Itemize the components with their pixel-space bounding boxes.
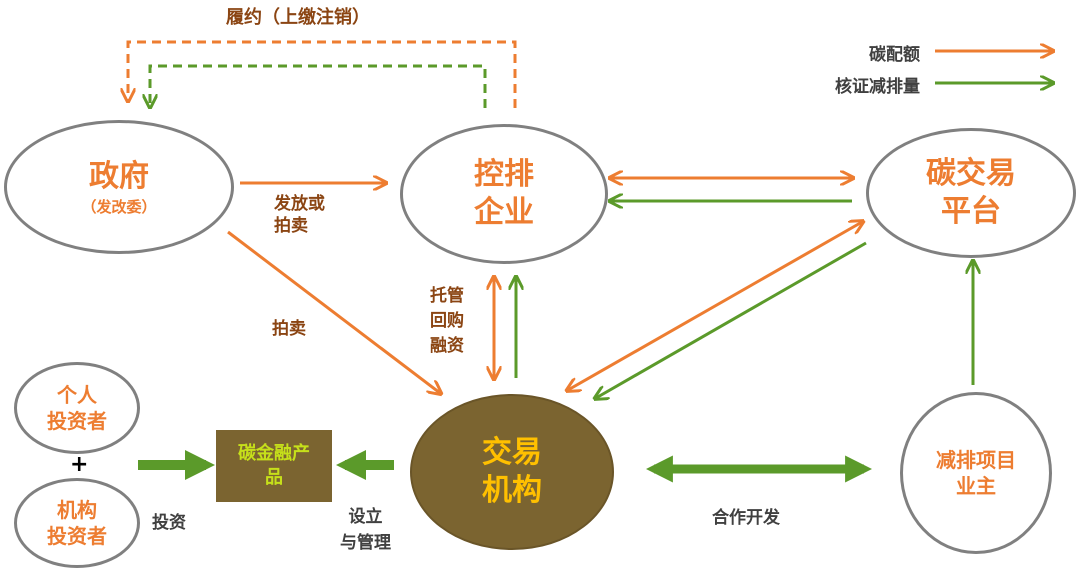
government-name: 政府 <box>89 158 149 194</box>
enterprise-line1: 控排 <box>474 157 534 192</box>
setup-and-manage-label: 设立 与管理 <box>340 504 391 556</box>
individual-investor-node: 个人 投资者 <box>14 362 140 454</box>
plus-sign: + <box>70 452 89 477</box>
project-owner-line2: 业主 <box>956 474 996 498</box>
institution-line1: 交易 <box>482 435 542 470</box>
issue-label-line2: 拍卖 <box>274 216 308 236</box>
platform-to-institution-green-arrow <box>596 241 867 398</box>
financial-product-line2: 品 <box>265 467 283 488</box>
institutional-investor-line1: 机构 <box>57 498 97 522</box>
financial-product-line1: 碳金融产 <box>238 443 310 464</box>
invest-label: 投资 <box>152 513 186 533</box>
setup-label-line1: 设立 <box>348 507 383 527</box>
custody-label-line1: 托管 <box>430 286 464 306</box>
enterprise-line2: 企业 <box>474 195 534 230</box>
government-node: 政府 （发改委） <box>4 120 234 254</box>
individual-investor-line1: 个人 <box>57 383 97 407</box>
platform-node: 碳交易 平台 <box>866 128 1076 258</box>
issue-or-auction-label: 发放或 拍卖 <box>274 193 325 237</box>
project-owner-node: 减排项目 业主 <box>900 392 1052 554</box>
custody-label-line3: 融资 <box>430 336 464 356</box>
gov-to-institution-arrow <box>227 230 440 393</box>
custody-repo-finance-label: 托管 回购 融资 <box>430 284 464 359</box>
institution-node: 交易 机构 <box>410 394 614 550</box>
institutional-investor-node: 机构 投资者 <box>14 478 140 568</box>
government-subname: （发改委） <box>81 197 157 216</box>
fulfill-green-dashed-arrow <box>150 64 487 108</box>
legend-ccer-label: 核证减排量 <box>835 77 920 97</box>
platform-line1: 碳交易 <box>926 156 1016 191</box>
institution-line2: 机构 <box>482 473 542 508</box>
platform-line2: 平台 <box>941 194 1001 229</box>
financial-product-node: 碳金融产 品 <box>216 430 332 502</box>
cooperative-development-label: 合作开发 <box>712 508 780 528</box>
enterprise-node: 控排 企业 <box>400 124 608 264</box>
fulfill-orange-dashed-arrow <box>128 40 517 108</box>
setup-label-line2: 与管理 <box>340 533 391 553</box>
issue-label-line1: 发放或 <box>274 194 325 214</box>
project-owner-line1: 减排项目 <box>936 448 1016 472</box>
fulfill-label: 履约（上缴注销） <box>226 7 370 28</box>
individual-investor-line2: 投资者 <box>47 409 107 433</box>
custody-label-line2: 回购 <box>430 311 464 331</box>
legend-quota-label: 碳配额 <box>869 45 920 65</box>
platform-institution-orange-arrow <box>568 222 862 390</box>
auction-label: 拍卖 <box>272 319 306 339</box>
institutional-investor-line2: 投资者 <box>47 524 107 548</box>
